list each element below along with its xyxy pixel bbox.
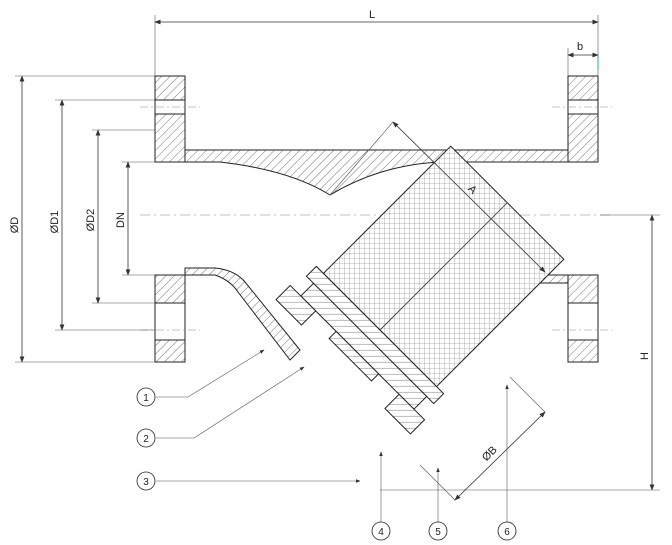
dim-DN: DN (115, 161, 155, 276)
dim-OB-label: ØB (480, 444, 500, 464)
dim-OD: ØD (9, 75, 155, 363)
callout-5: 5 (428, 467, 448, 541)
callout-3-label: 3 (143, 477, 149, 488)
right-flange (552, 75, 612, 363)
callout-6-label: 6 (504, 527, 510, 538)
dim-OD1: ØD1 (49, 99, 155, 331)
callout-4: 4 (371, 451, 391, 541)
callout-2-label: 2 (143, 434, 149, 445)
dim-L-label: L (369, 9, 375, 21)
dim-OD-label: ØD (9, 217, 21, 234)
callout-3: 3 (136, 471, 361, 491)
dim-L: L (154, 9, 599, 76)
callout-5-label: 5 (435, 527, 441, 538)
dim-OD2-label: ØD2 (85, 209, 97, 232)
dim-H-label: H (639, 352, 651, 360)
callout-4-label: 4 (378, 527, 384, 538)
callout-1: 1 (136, 349, 265, 407)
dim-b: b (567, 41, 599, 76)
callout-6: 6 (497, 384, 517, 541)
dim-OD1-label: ØD1 (49, 211, 61, 234)
left-flange (140, 75, 200, 363)
dim-OD2: ØD2 (85, 129, 155, 304)
dim-b-label: b (577, 41, 583, 53)
body-top-wall (184, 149, 569, 196)
dim-DN-label: DN (115, 212, 127, 228)
callout-2: 2 (136, 366, 305, 448)
callout-1-label: 1 (143, 393, 149, 404)
